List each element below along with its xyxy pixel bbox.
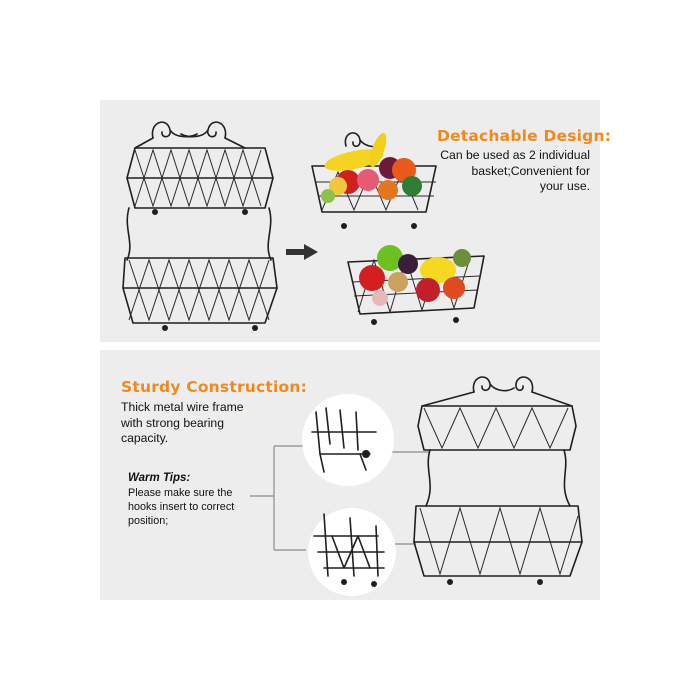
sturdy-construction-heading: Sturdy Construction: bbox=[121, 378, 308, 396]
warm-tips-title: Warm Tips: bbox=[128, 472, 191, 484]
tip-line: Please make sure the bbox=[128, 487, 233, 499]
warm-tips-text: Please make sure the hooks insert to cor… bbox=[128, 486, 278, 528]
lower-basket-fruit-image bbox=[347, 245, 485, 325]
tip-line: hooks insert to correct bbox=[128, 501, 235, 513]
tip-line: position; bbox=[128, 515, 169, 527]
description-line: capacity. bbox=[121, 431, 169, 445]
description-line: basket;Convenient for bbox=[471, 163, 590, 178]
assembled-basket-image bbox=[413, 376, 583, 585]
description-line: with strong bearing bbox=[121, 415, 224, 430]
two-tier-basket-image bbox=[122, 121, 278, 331]
hook-detail-bottom-image bbox=[308, 508, 396, 596]
detachable-design-panel: Detachable Design: Can be used as 2 indi… bbox=[100, 100, 611, 342]
upper-basket-fruit-image bbox=[311, 132, 437, 229]
hook-detail-top-image bbox=[302, 394, 394, 486]
detachable-design-description: Can be used as 2 individual basket;Conve… bbox=[400, 148, 590, 195]
sturdy-construction-panel: Sturdy Construction: Thick metal wire fr… bbox=[100, 350, 600, 600]
sturdy-construction-description: Thick metal wire frame with strong beari… bbox=[121, 400, 281, 447]
description-line: Thick metal wire frame bbox=[121, 400, 244, 414]
detachable-design-heading: Detachable Design: bbox=[437, 127, 612, 145]
description-line: your use. bbox=[539, 179, 590, 193]
description-line: Can be used as 2 individual bbox=[440, 148, 590, 162]
arrow-right-icon bbox=[286, 244, 318, 260]
